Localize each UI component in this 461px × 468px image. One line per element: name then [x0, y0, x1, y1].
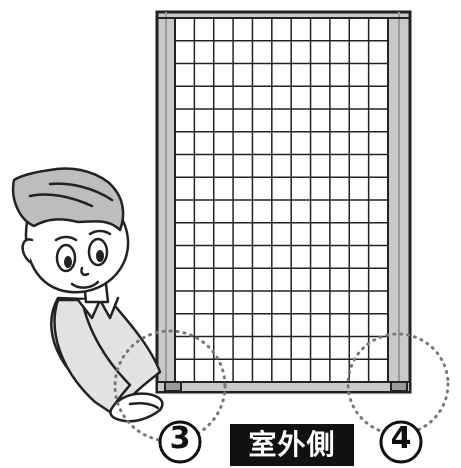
step-4-badge: [379, 420, 423, 464]
step-3-number: 3: [169, 421, 191, 456]
screen-frame: [155, 10, 412, 394]
step-4-number: 4: [390, 421, 412, 456]
outdoor-side-label: 室外側: [230, 424, 354, 466]
step-3-badge: [158, 420, 202, 464]
screen-mesh: [175, 18, 388, 382]
right-roller: [390, 381, 408, 392]
left-roller: [164, 381, 182, 392]
person-illustration: [11, 167, 164, 423]
